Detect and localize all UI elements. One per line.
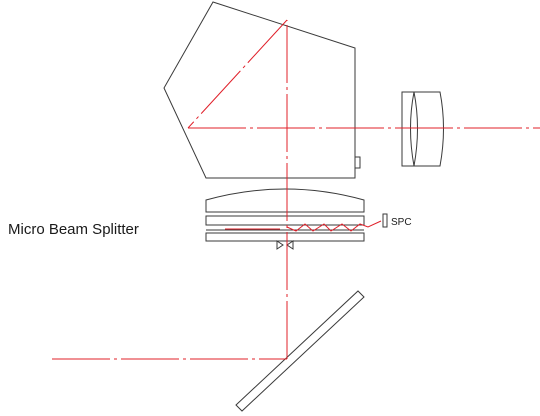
eyepiece-rear-lens [414,91,444,167]
prism-reflected-ray [187,19,288,129]
eyepiece-inner-curve [413,91,418,167]
optical-rays [52,19,540,360]
focusing-screen-bottom-plate [205,232,365,242]
spc-label: SPC [391,217,412,228]
split-beam-ray [286,220,382,232]
main-mirror [235,290,365,412]
focusing-screen-top-plate [205,215,365,226]
split-image-marker-icon [276,240,294,250]
pentaprism [163,1,356,179]
condenser-lens [205,188,365,213]
spc-cell [382,213,388,228]
prism-notch [355,156,361,169]
eyepiece-front-lens [401,91,415,167]
micro-beam-splitter-label: Micro Beam Splitter [8,221,139,238]
